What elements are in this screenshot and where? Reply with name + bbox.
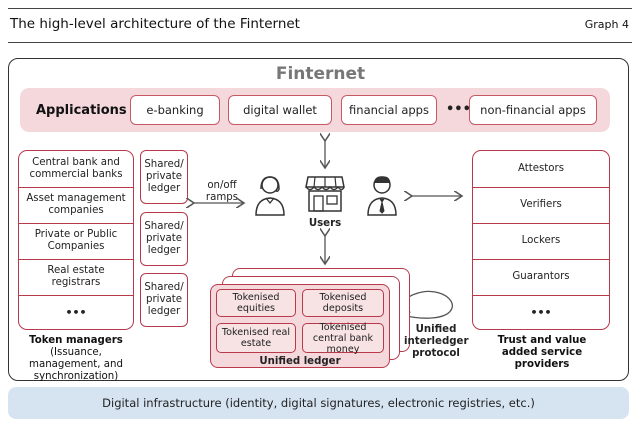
- ramps-label: on/off ramps: [205, 180, 239, 203]
- app-financial-apps: financial apps: [341, 95, 437, 125]
- token-real-estate: Tokenised real estate: [216, 323, 296, 353]
- token-equities: Tokenised equities: [216, 289, 296, 317]
- token-manager-more: •••: [65, 306, 87, 319]
- app-non-financial-apps: non-financial apps: [469, 95, 597, 125]
- shared-ledger-1: Shared/ private ledger: [140, 150, 188, 204]
- interledger-loop: [402, 290, 453, 318]
- applications-label: Applications: [36, 103, 127, 118]
- applications-ellipsis: •••: [446, 102, 471, 117]
- token-manager-asset-mgmt: Asset management companies: [19, 187, 133, 224]
- interledger-label: Unified interledger protocol: [404, 324, 469, 359]
- token-managers-subcaption: (Issuance, management, and synchronizati…: [29, 347, 123, 382]
- users-label: Users: [308, 218, 342, 229]
- token-manager-banks: Central bank and commercial banks: [19, 151, 133, 188]
- provider-attestors: Attestors: [473, 151, 609, 188]
- shared-ledger-3: Shared/ private ledger: [140, 273, 188, 327]
- token-managers-stack: Central bank and commercial banks Asset …: [18, 150, 134, 330]
- token-manager-real-estate: Real estate registrars: [19, 259, 133, 296]
- provider-lockers: Lockers: [473, 223, 609, 260]
- graph-label: Graph 4: [584, 18, 629, 31]
- finternet-title: Finternet: [275, 64, 366, 84]
- service-providers-stack: Attestors Verifiers Lockers Guarantors •…: [472, 150, 610, 330]
- token-manager-companies: Private or Public Companies: [19, 223, 133, 260]
- app-e-banking: e-banking: [130, 95, 220, 125]
- shared-ledger-2: Shared/ private ledger: [140, 212, 188, 266]
- finternet-frame: [8, 58, 629, 381]
- provider-more: •••: [530, 306, 552, 319]
- token-managers-caption: Token managers: [29, 335, 123, 346]
- female-user-icon: [255, 176, 285, 216]
- page-title: The high-level architecture of the Finte…: [10, 16, 300, 32]
- token-deposits: Tokenised deposits: [302, 289, 384, 317]
- provider-guarantors: Guarantors: [473, 259, 609, 296]
- token-central-bank-money: Tokenised central bank money: [302, 322, 384, 355]
- provider-verifiers: Verifiers: [473, 187, 609, 224]
- app-digital-wallet: digital wallet: [228, 95, 332, 125]
- unified-ledger-label: Unified ledger: [259, 356, 341, 367]
- service-providers-caption: Trust and value added service providers: [497, 335, 587, 370]
- digital-infrastructure-band: Digital infrastructure (identity, digita…: [8, 387, 629, 419]
- top-rule: [8, 8, 632, 9]
- male-user-icon: [367, 176, 397, 216]
- header-rule: [8, 42, 632, 43]
- store-icon: [305, 176, 345, 212]
